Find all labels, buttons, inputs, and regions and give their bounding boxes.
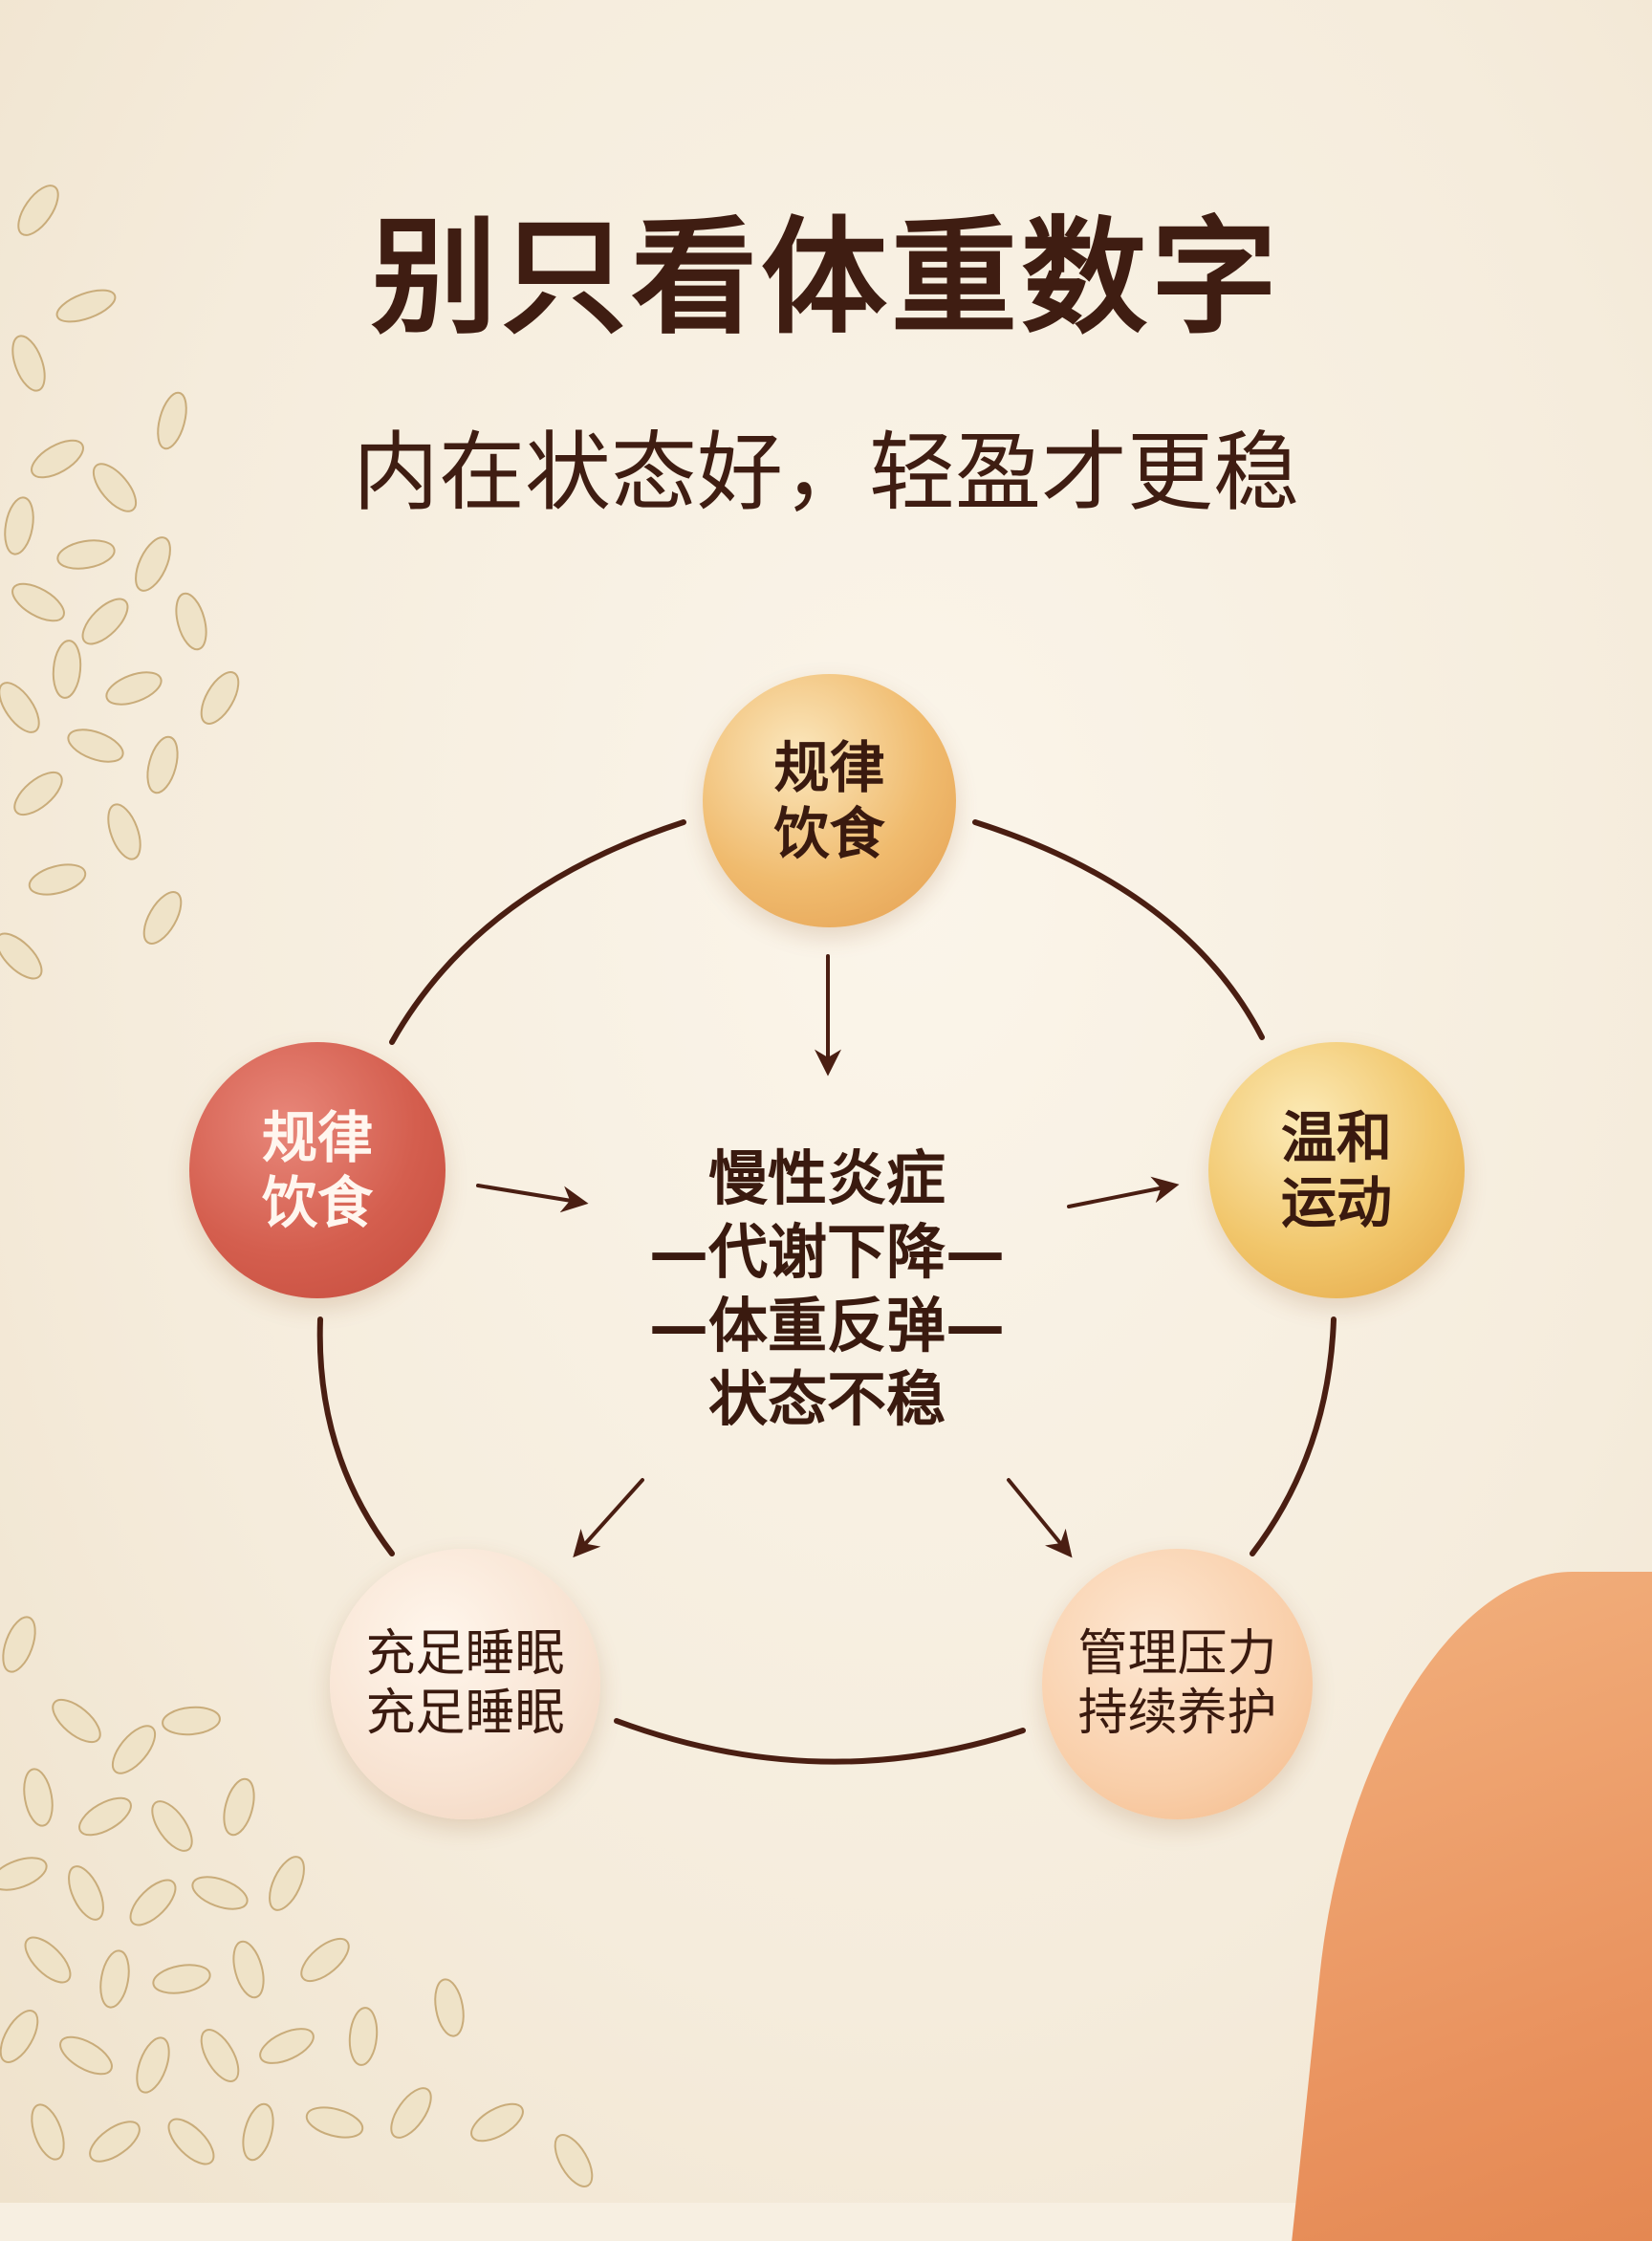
node-label-line1: 温和 — [1280, 1104, 1392, 1170]
page-title: 别只看体重数字 — [371, 205, 1281, 352]
page-subtitle: 内在状态好，轻盈才更稳 — [353, 423, 1299, 523]
node-label-line2: 充足睡眠 — [365, 1684, 565, 1742]
cycle-arc-bottom-right-to-bottom-left — [614, 1718, 1026, 1765]
center-line-2: —代谢下降— — [648, 1216, 1005, 1287]
node-sufficient-sleep: 充足睡眠 充足睡眠 — [330, 1549, 600, 1819]
node-regular-diet-top: 规律 饮食 — [703, 674, 956, 927]
node-regular-diet-left: 规律 饮食 — [189, 1042, 446, 1298]
node-manage-stress: 管理压力 持续养护 — [1042, 1549, 1313, 1819]
arrow-center-to-bottom-left — [573, 1478, 644, 1558]
arrow-center-to-right — [1067, 1176, 1180, 1208]
center-line-3: —体重反弹— — [648, 1290, 1005, 1360]
node-label-line1: 管理压力 — [1077, 1625, 1277, 1684]
node-label-line2: 运动 — [1280, 1170, 1392, 1235]
arrow-left-to-center — [476, 1184, 589, 1213]
cycle-arc-right-to-bottom-right — [1250, 1316, 1337, 1556]
node-label-line1: 规律 — [261, 1104, 373, 1170]
cycle-arc-left-to-top — [389, 819, 686, 1045]
node-label-line2: 饮食 — [773, 800, 885, 866]
center-line-1: 慢性炎症 — [707, 1143, 946, 1213]
node-label-line2: 持续养护 — [1077, 1684, 1277, 1742]
node-label-line2: 饮食 — [261, 1170, 373, 1235]
node-label-line1: 规律 — [773, 735, 885, 801]
node-gentle-exercise: 温和 运动 — [1208, 1042, 1465, 1298]
cycle-arc-top-to-right — [972, 819, 1265, 1040]
cycle-arc-bottom-left-to-left — [316, 1316, 395, 1556]
node-label-line1: 充足睡眠 — [365, 1625, 565, 1684]
center-line-4: 状态不稳 — [707, 1363, 946, 1434]
center-text-block: 慢性炎症 —代谢下降— —体重反弹— 状态不稳 — [535, 1142, 1119, 1437]
arrow-center-to-bottom-right — [1007, 1478, 1073, 1558]
